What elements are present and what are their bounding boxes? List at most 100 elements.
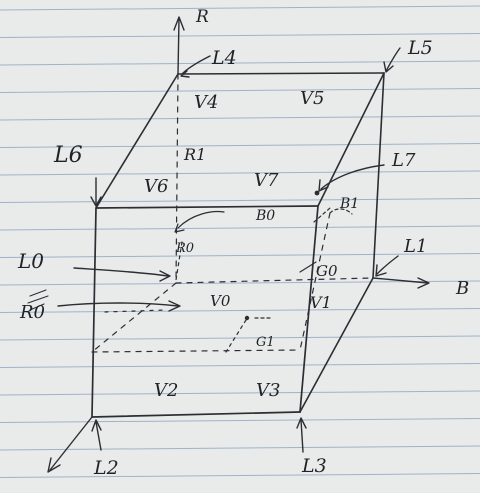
b-axis-line — [372, 277, 429, 284]
g-axis-arrowhead — [47, 457, 61, 473]
depth-edge-top-left — [95, 73, 179, 209]
rule-line — [0, 473, 480, 478]
r-axis-label: R — [195, 7, 209, 27]
rule-line — [0, 280, 480, 286]
vertex-v1: V1 — [310, 293, 332, 312]
interior-annotations — [104, 207, 353, 353]
g1-dot — [244, 315, 250, 321]
hidden-bottom-edge — [175, 277, 374, 284]
l5-pointer-head — [383, 61, 394, 73]
b0-pointer — [177, 210, 225, 229]
cube-back-face — [177, 72, 385, 279]
label-l1: L1 — [403, 236, 427, 257]
rule-line — [0, 5, 480, 11]
label-l7: L7 — [391, 150, 416, 171]
b-axis-label: B — [455, 278, 469, 299]
l4-pointer-head — [180, 70, 190, 78]
label-l2: L2 — [93, 457, 119, 479]
vertex-v6: V6 — [144, 176, 168, 197]
b-axis-arrowhead — [417, 277, 430, 289]
depth-edge-bottom-right — [299, 277, 374, 413]
l1-pointer-head — [375, 264, 387, 277]
rule-line — [0, 253, 480, 258]
rule-line — [0, 170, 480, 176]
hidden-green-edge — [299, 212, 331, 351]
front-bottom-edge — [91, 411, 301, 418]
notebook-rule-lines — [0, 5, 480, 478]
r-axis-line — [177, 17, 180, 75]
l6-pointer-head — [90, 196, 102, 207]
label-l5: L5 — [407, 37, 433, 59]
l2-pointer — [95, 421, 102, 451]
depth-edge-top-right — [317, 72, 385, 207]
b1-bracket — [329, 208, 353, 215]
hidden-vertical-edge — [175, 73, 179, 284]
vertex-v4: V4 — [194, 92, 218, 113]
rule-line — [0, 363, 480, 368]
back-right-edge — [372, 72, 385, 279]
g0-tick — [299, 261, 317, 273]
l2-pointer-head — [91, 419, 102, 432]
rule-line — [0, 445, 480, 451]
vertex-v3: V3 — [256, 380, 280, 401]
label-b0: B0 — [255, 208, 275, 224]
cube-depth-edges — [95, 72, 385, 413]
rule-line — [0, 60, 480, 66]
hidden-depth-edge — [91, 282, 177, 353]
vertex-v5: V5 — [300, 88, 324, 109]
front-right-edge — [299, 205, 319, 413]
label-l4: L4 — [211, 47, 237, 69]
corner-labels: L4 L5 L6 L7 L1 L0 R0 L2 L3 — [17, 37, 433, 479]
l0-pointer — [73, 267, 169, 277]
cube-front-face — [91, 205, 319, 418]
hidden-mid-edge — [91, 349, 301, 353]
l4-pointer — [181, 55, 211, 75]
axis-labels: R B — [195, 7, 469, 299]
vertex-v2: V2 — [154, 380, 178, 401]
b0-pointer-head — [174, 223, 185, 233]
rule-line — [0, 390, 480, 396]
scribble-mark — [27, 289, 49, 311]
l7-dot — [314, 190, 320, 196]
front-top-edge — [95, 205, 319, 209]
front-left-edge — [91, 207, 97, 418]
label-r0-inner: R0 — [175, 241, 194, 256]
rule-line — [0, 335, 480, 341]
rule-line — [0, 88, 480, 93]
g-axis — [47, 416, 93, 473]
label-pointers — [57, 47, 401, 453]
r0-pointer-head — [168, 300, 181, 312]
r0-dash — [175, 241, 183, 281]
r0-pointer — [57, 302, 179, 307]
rule-line — [0, 33, 480, 38]
vertex-v0: V0 — [210, 292, 231, 310]
rule-line — [0, 418, 480, 423]
l3-pointer — [300, 419, 304, 453]
label-r0: R0 — [19, 302, 45, 323]
g1-depth-dash — [225, 319, 247, 353]
label-l6: L6 — [53, 143, 83, 168]
b-axis — [372, 277, 430, 289]
rule-line — [0, 225, 480, 231]
l7-pointer — [320, 164, 385, 190]
label-g1: G1 — [256, 335, 275, 350]
label-g0: G0 — [316, 262, 338, 280]
label-l0: L0 — [17, 249, 44, 273]
inner-labels: R1 B0 B1 R0 G0 G1 — [175, 145, 359, 350]
b1-tick — [313, 207, 331, 223]
label-r1: R1 — [183, 145, 206, 164]
r-axis-arrowhead — [173, 16, 185, 31]
label-b1: B1 — [339, 196, 359, 212]
l7-pointer-head — [318, 179, 329, 192]
r-axis — [173, 16, 185, 75]
label-l3: L3 — [301, 455, 327, 477]
l0-pointer-head — [159, 270, 171, 282]
l3-pointer-head — [296, 417, 307, 429]
cube-hidden-edges — [91, 73, 374, 353]
l1-pointer — [376, 255, 399, 275]
rule-line — [0, 198, 480, 203]
rule-line — [0, 115, 480, 121]
